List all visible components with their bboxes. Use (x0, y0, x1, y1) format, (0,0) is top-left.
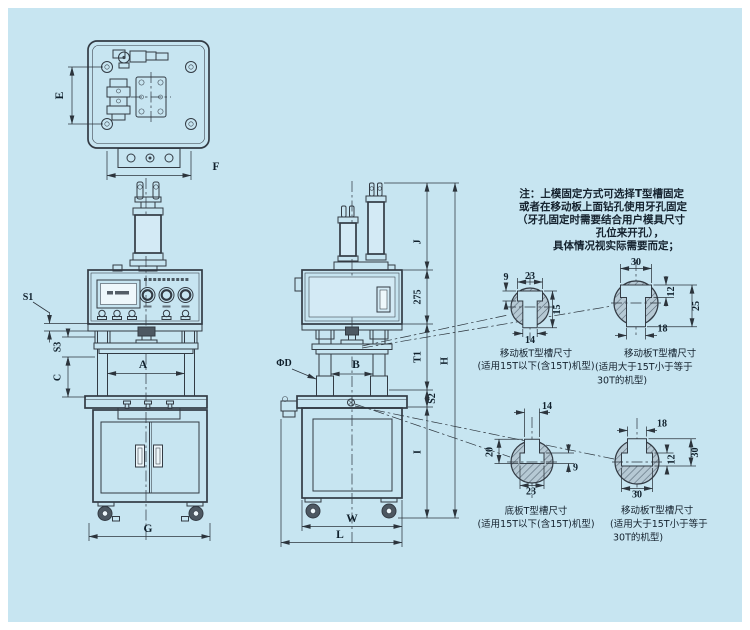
detail1-dim-top: 23 (525, 271, 535, 282)
detail3-dim-left: 20 (485, 447, 496, 457)
side-cylinders (333, 182, 389, 271)
detail4-caption-line-1: 移动板T型槽尺寸 (621, 505, 694, 517)
detail2-dim-right-upper: 12 (666, 287, 677, 297)
detail1-dim-left: 9 (504, 272, 509, 283)
detail3-caption-line-1: 底板T型槽尺寸 (505, 505, 568, 517)
note-line-1: 注：上模固定方式可选择T型槽固定 (519, 187, 684, 200)
dimension-w: W (301, 500, 403, 547)
moving-plate (93, 342, 199, 350)
front-cylinder (129, 181, 167, 272)
note-block: 注：上模固定方式可选择T型槽固定 或者在移动板上面钻孔使用牙孔固定 （牙孔固定时… (517, 187, 687, 252)
top-view: E F (54, 40, 220, 180)
dim-label-s1: S1 (23, 292, 34, 303)
note-line-3: （牙孔固定时需要结合用户模具尺寸 (517, 213, 685, 226)
dimension-e: E (54, 66, 103, 125)
detail2-caption-line-3: 30T的机型) (597, 375, 647, 387)
dim-label-s3: S3 (53, 342, 64, 353)
dimension-c: C (53, 356, 86, 398)
top-nub (112, 264, 123, 272)
detail2-dim-right-outer: 25 (691, 301, 702, 311)
detail3-dim-top: 14 (542, 401, 552, 412)
dim-label-t1: T1 (413, 351, 424, 363)
detail2-dim-bottom: 18 (658, 324, 668, 335)
detail4-dim-right-outer: 30 (690, 448, 701, 458)
cabinet-front (92, 409, 208, 503)
dimension-chain-right: J 275 T1 S2 I H (384, 182, 459, 519)
push-button-icons[interactable] (97, 309, 191, 320)
detail4-dim-right-upper: 12 (667, 455, 678, 465)
caster-icons (97, 501, 204, 522)
top-valve-assembly (112, 49, 169, 69)
t-slot-detail-3: 14 20 9 23 底板T型槽尺寸 (适用15T以下(含15T)机型) (477, 401, 594, 530)
detail3-dim-right: 9 (573, 463, 578, 474)
detail3-dim-bottom: 23 (526, 487, 536, 498)
rear-bracket (117, 148, 181, 168)
side-press-area: B ΦD (276, 326, 393, 397)
dim-label-h: H (440, 357, 451, 365)
work-table (84, 395, 208, 420)
dim-label-i: I (413, 450, 424, 454)
dim-label-phi-d: ΦD (276, 358, 292, 369)
detail4-dim-top: 18 (657, 419, 667, 430)
side-window (376, 286, 391, 313)
note-line-4: 孔位来开孔）， (596, 226, 664, 239)
t-slot-detail-2: 30 12 25 18 移动板T型槽尺寸 (适用大于15T小于等于 30T的机型… (595, 257, 702, 387)
detail2-caption-line-1: 移动板T型槽尺寸 (624, 348, 697, 360)
detail1-dim-bottom: 14 (525, 335, 535, 346)
side-body (294, 269, 403, 331)
detail4-dim-bottom: 30 (632, 490, 642, 501)
t-slot-detail-4: 18 12 30 30 移动板T型槽尺寸 (适用大于15T小于等于 30T的机型… (610, 418, 708, 544)
dim-label-j: J (413, 240, 424, 245)
detail1-caption-line-2: (适用15T以下(含15T)机型) (477, 360, 594, 372)
detail2-dim-top: 30 (631, 257, 641, 268)
dim-label-l: L (336, 529, 344, 541)
side-moving-plate (311, 343, 393, 350)
dim-label-g: G (144, 523, 153, 535)
dim-label-f: F (212, 161, 219, 173)
detail4-caption-line-2: (适用大于15T小于等于 (610, 518, 708, 530)
left-valve-stack (106, 78, 131, 121)
front-view: A (23, 178, 211, 543)
side-view: B ΦD W L (276, 181, 459, 547)
dim-label-c: C (53, 374, 64, 381)
t-slot-detail-1: 23 9 15 14 移动板T型槽尺寸 (适用15T以下(含15T)机型) (477, 271, 594, 372)
dimension-g: G (88, 523, 211, 541)
knob-icons[interactable] (139, 287, 194, 308)
dim-label-w: W (346, 513, 358, 525)
ram-nut (137, 326, 156, 337)
press-area: A (93, 326, 199, 397)
dimension-f: F (106, 151, 220, 180)
dim-label-275: 275 (413, 290, 424, 305)
dim-label-a: A (139, 359, 148, 371)
note-line-2: 或者在移动板上面钻孔使用牙孔固定 (519, 200, 687, 213)
note-line-5: 具体情况视实际需要而定； (552, 239, 679, 252)
center-plate (131, 72, 171, 122)
detail1-caption-line-1: 移动板T型槽尺寸 (500, 348, 573, 360)
panel-text-marks (144, 278, 189, 281)
detail3-caption-line-2: (适用15T以下(含15T)机型) (477, 518, 594, 530)
dim-label-e: E (54, 91, 66, 99)
detail2-caption-line-2: (适用大于15T小于等于 (595, 361, 693, 373)
side-table-cabinet (280, 395, 408, 519)
dim-label-b: B (352, 359, 360, 371)
detail4-caption-line-3: 30T的机型) (613, 532, 663, 544)
dim-label-s2: S2 (427, 393, 438, 404)
dimension-l: L (280, 419, 403, 547)
detail1-dim-right: 15 (552, 305, 563, 315)
door-handles[interactable] (135, 444, 163, 468)
